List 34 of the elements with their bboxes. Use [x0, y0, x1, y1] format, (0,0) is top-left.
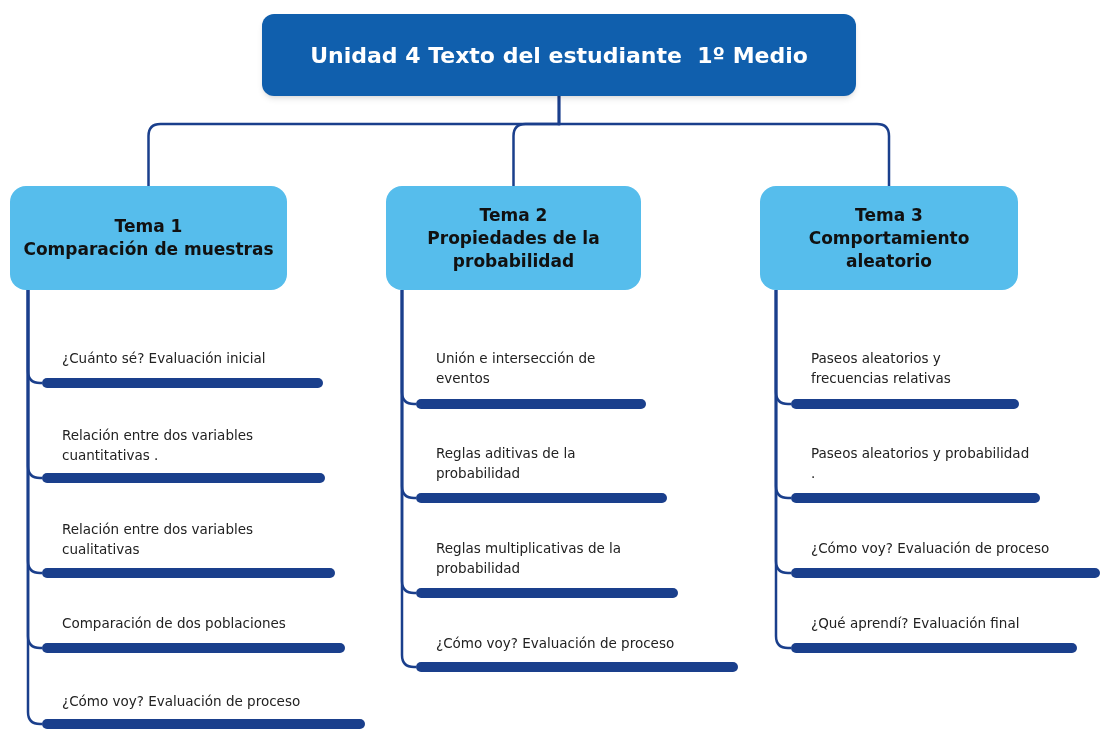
topic-number: Tema 2	[479, 203, 548, 227]
subtopic-text: Relación entre dos variables cuantitativas .	[61, 426, 255, 465]
subtopic-item	[791, 538, 1100, 578]
subtopic-text: Reglas aditivas de la probabilidad	[435, 444, 577, 483]
subtopic-text: ¿Cuánto sé? Evaluación inicial	[61, 349, 267, 368]
title-box	[262, 14, 856, 96]
subtopic-text: Relación entre dos variables cualitativas	[61, 520, 255, 559]
subtopic-text: Reglas multiplicativas de la probabilidad	[435, 539, 623, 578]
subtopic-item	[42, 425, 325, 483]
topic-box	[10, 186, 287, 290]
subtopic-text: Comparación de dos poblaciones	[61, 614, 287, 633]
topic-box	[386, 186, 641, 290]
topic-title: Comparación de muestras	[23, 238, 274, 261]
subtopic-text: Paseos aleatorios y frecuencias relativas	[810, 349, 952, 388]
topic-title: Comportamiento aleatorio	[807, 226, 971, 273]
subtopic-item	[42, 613, 345, 653]
subtopic-text: Unión e intersección de eventos	[435, 349, 597, 388]
connector-line	[557, 96, 891, 186]
topic-number: Tema 1	[114, 215, 183, 238]
subtopic-item	[416, 633, 738, 672]
subtopic-item	[42, 691, 365, 729]
topic-box	[760, 186, 1018, 290]
subtopic-item	[42, 519, 335, 578]
subtopic-text: Paseos aleatorios y probabilidad .	[810, 444, 1031, 483]
subtopic-text: ¿Cómo voy? Evaluación de proceso	[61, 692, 302, 711]
topic-title: Propiedades de la probabilidad	[426, 226, 601, 273]
subtopic-item	[791, 613, 1077, 653]
subtopic-text: ¿Qué aprendí? Evaluación final	[810, 614, 1021, 633]
title-text: Unidad 4 Texto del estudiante 1º Medio	[310, 41, 808, 70]
subtopic-item	[42, 348, 323, 388]
topic-number: Tema 3	[855, 203, 923, 227]
subtopic-text: ¿Cómo voy? Evaluación de proceso	[435, 634, 676, 653]
subtopic-text: ¿Cómo voy? Evaluación de proceso	[810, 539, 1051, 558]
subtopic-item	[416, 348, 646, 409]
